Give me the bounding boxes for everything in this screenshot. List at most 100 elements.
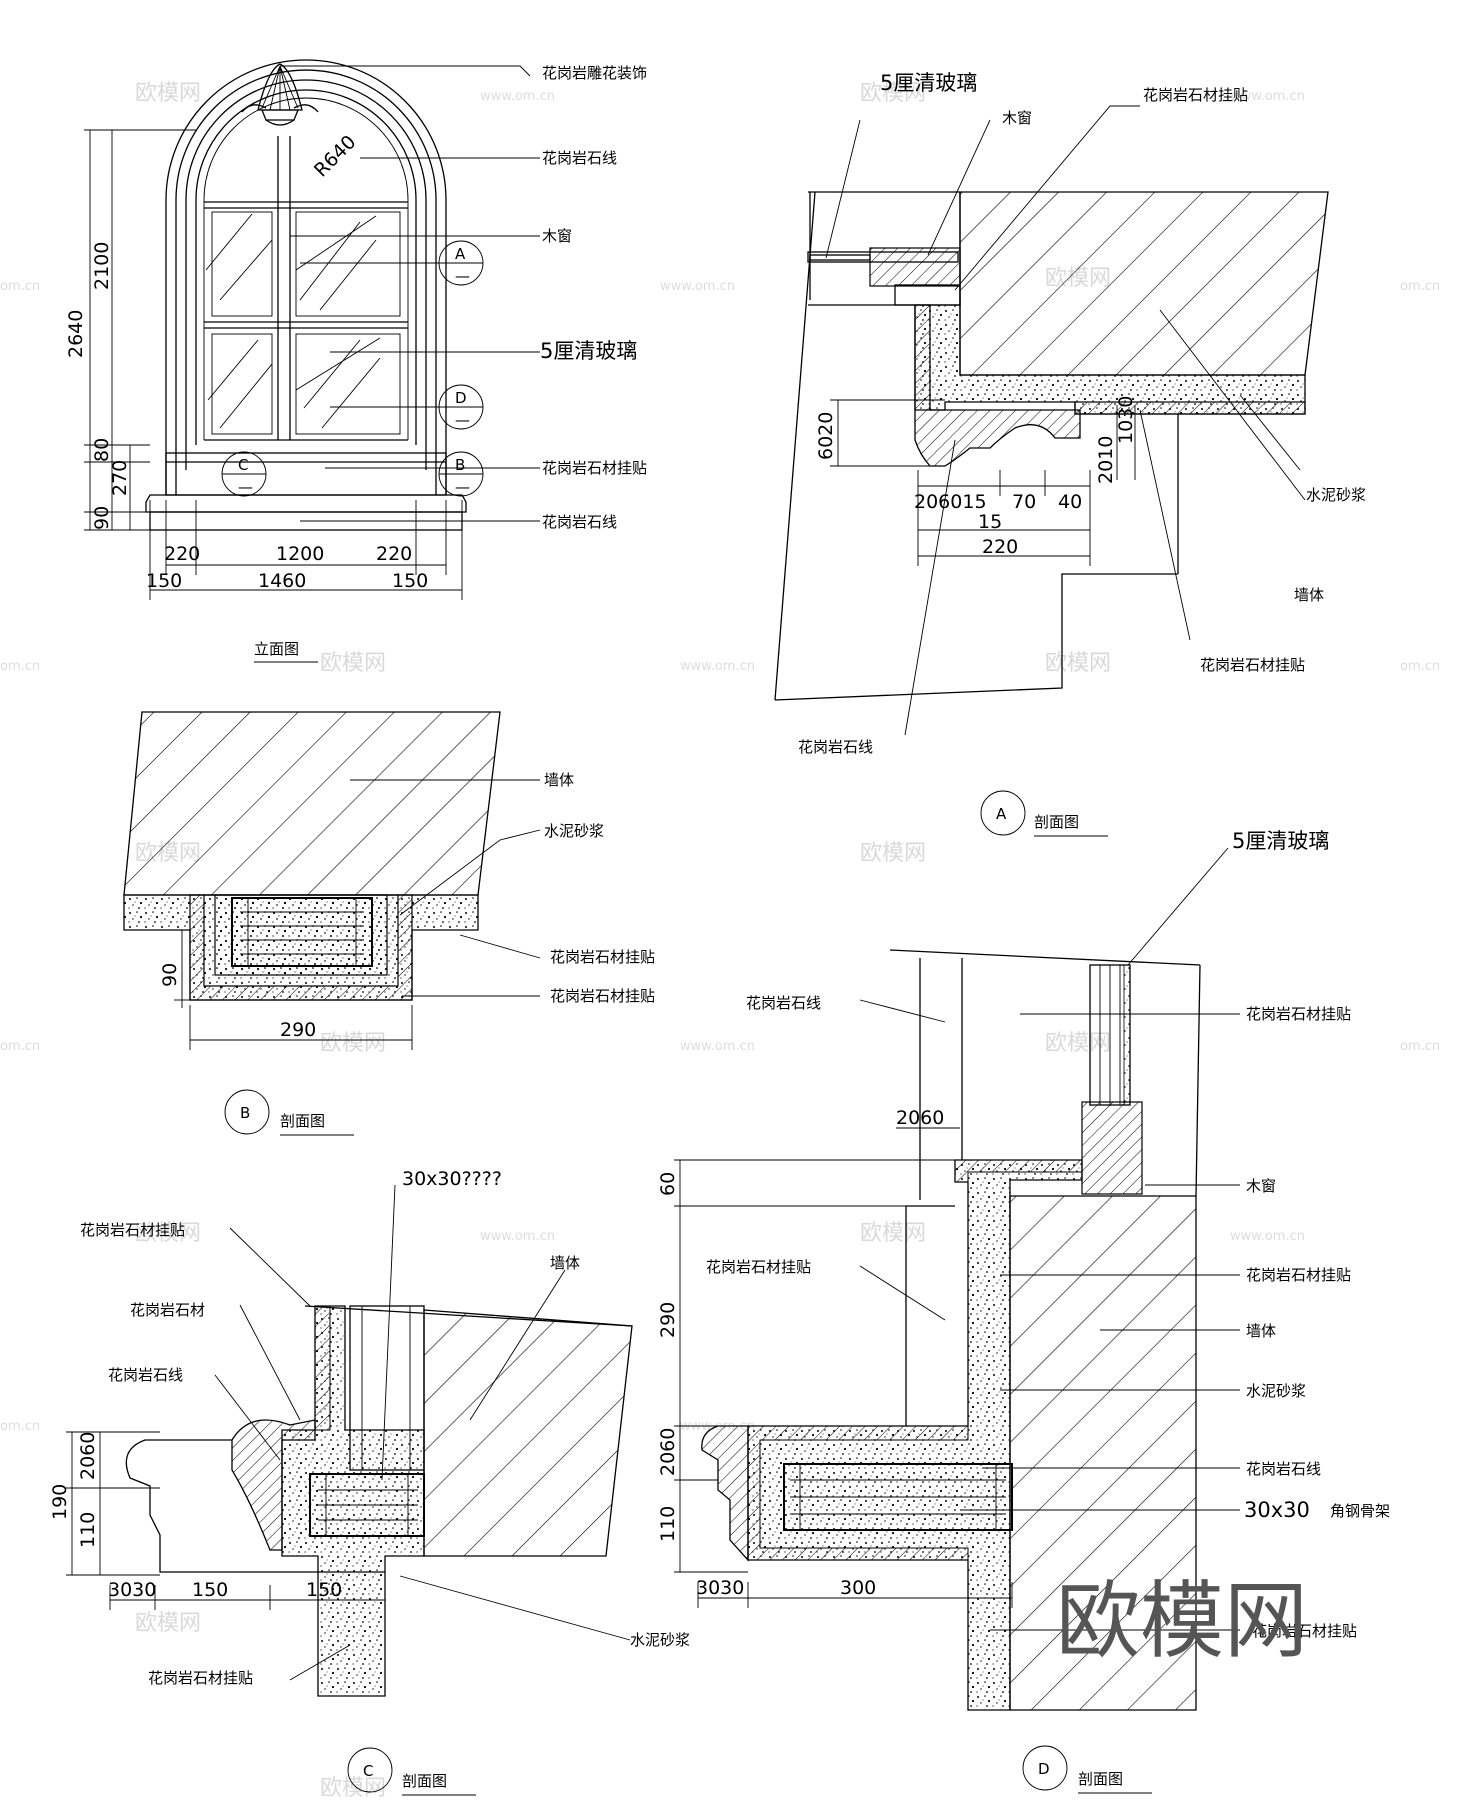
label-steel-size: 30x30???? xyxy=(402,1168,502,1190)
dim-220: 220 xyxy=(982,536,1018,558)
label-granite-line: 花岗岩石线 xyxy=(542,149,617,167)
watermark-text: 欧模网 xyxy=(860,841,926,866)
watermark-text: 欧模网 xyxy=(135,1221,201,1246)
label-granite-clad: 花岗岩石材挂贴 xyxy=(550,948,655,966)
label-wood-window: 木窗 xyxy=(1002,109,1032,127)
dim-150: 150 xyxy=(146,570,182,592)
label-granite-line: 花岗岩石线 xyxy=(1246,1460,1321,1478)
dim-80: 80 xyxy=(91,438,113,462)
label-granite-clad: 花岗岩石材挂贴 xyxy=(550,987,655,1005)
watermark-text: 欧模网 xyxy=(1045,651,1111,676)
dim-90: 90 xyxy=(91,506,113,530)
dim-1460: 1460 xyxy=(258,570,306,592)
watermark-text: 欧模网 xyxy=(860,1221,926,1246)
dim-270: 270 xyxy=(109,460,131,496)
label-cement-mortar: 水泥砂浆 xyxy=(1306,486,1366,504)
watermark-text: 欧模网 xyxy=(135,81,201,106)
dim-3030: 3030 xyxy=(696,1577,744,1599)
dim-150: 150 xyxy=(306,1579,342,1601)
dim-110: 110 xyxy=(77,1512,99,1548)
radius-label: R640 xyxy=(310,131,361,182)
marker-d: D xyxy=(455,389,467,407)
label-granite-line: 花岗岩石线 xyxy=(542,513,617,531)
marker-c: C xyxy=(363,1762,373,1780)
dim-2010: 2010 xyxy=(1095,436,1117,484)
watermark-text: 欧模网 xyxy=(320,1031,386,1056)
label-glass: 5厘清玻璃 xyxy=(880,71,977,95)
title-section-a: 剖面图 xyxy=(1034,813,1079,831)
watermark-url: www.om.cn xyxy=(1230,1229,1305,1244)
label-granite-clad: 花岗岩石材挂贴 xyxy=(80,1221,185,1239)
watermark-logo: 欧模网 xyxy=(1056,1572,1308,1670)
dim-2060: 2060 xyxy=(77,1432,99,1480)
marker-a: A xyxy=(455,245,466,263)
marker-a: A xyxy=(996,805,1007,823)
watermark-url: om.cn xyxy=(0,1039,40,1054)
dim-220: 220 xyxy=(164,543,200,565)
dim-2060-top: 2060 xyxy=(896,1107,944,1129)
dim-300: 300 xyxy=(840,1577,876,1599)
label-granite-line: 花岗岩石线 xyxy=(108,1366,183,1384)
watermark-url: om.cn xyxy=(1400,659,1440,674)
watermark-url: www.om.cn xyxy=(480,89,555,104)
dim-60: 60 xyxy=(657,1172,679,1196)
dim-1200: 1200 xyxy=(276,543,324,565)
dim-40: 40 xyxy=(1058,491,1082,513)
label-wall: 墙体 xyxy=(550,1254,580,1272)
watermark-text: 欧模网 xyxy=(320,651,386,676)
dim-2100: 2100 xyxy=(91,242,113,290)
dim-70: 70 xyxy=(1012,491,1036,513)
svg-text:—: — xyxy=(238,478,253,496)
dim-90: 90 xyxy=(159,963,181,987)
dim-2060: 2060 xyxy=(657,1428,679,1476)
marker-d: D xyxy=(1038,1760,1050,1778)
section-a: 5厘清玻璃 木窗 花岗岩石材挂贴 水泥砂浆 墙体 花岗岩石材挂贴 花岗岩石线 6… xyxy=(774,71,1366,837)
watermark-text: 欧模网 xyxy=(1045,1031,1111,1056)
dim-3030: 3030 xyxy=(108,1579,156,1601)
watermark-url: www.om.cn xyxy=(680,659,755,674)
title-section-b: 剖面图 xyxy=(280,1112,325,1130)
section-d: 5厘清玻璃 花岗岩石线 花岗岩石材挂贴 木窗 花岗岩石材挂贴 花岗岩石材挂贴 墙… xyxy=(657,829,1390,1794)
dim-190: 190 xyxy=(49,1484,71,1520)
watermark-url: om.cn xyxy=(0,1419,40,1434)
watermark-url: www.om.cn xyxy=(680,1039,755,1054)
svg-text:—: — xyxy=(455,411,470,429)
watermarks: 欧模网 欧模网 欧模网 欧模网 欧模网 欧模网 欧模网 欧模网 欧模网 欧模网 … xyxy=(0,81,1440,1800)
title-elevation: 立面图 xyxy=(254,640,299,658)
watermark-url: www.om.cn xyxy=(660,279,735,294)
label-glass: 5厘清玻璃 xyxy=(1232,829,1329,853)
watermark-text: 欧模网 xyxy=(320,1776,386,1800)
elevation-view: R640 花岗岩雕花装饰 花岗岩石线 木窗 5厘清玻璃 花岗岩石材挂贴 花岗岩石… xyxy=(65,59,647,663)
dim-290: 290 xyxy=(280,1019,316,1041)
label-angle-frame: 角钢骨架 xyxy=(1330,1502,1390,1520)
label-wall: 墙体 xyxy=(544,771,574,789)
title-section-c: 剖面图 xyxy=(402,1772,447,1790)
dim-1030: 1030 xyxy=(1115,396,1137,444)
watermark-url: www.om.cn xyxy=(480,1229,555,1244)
watermark-text: 欧模网 xyxy=(860,81,926,106)
dim-2640: 2640 xyxy=(65,310,87,358)
label-wall: 墙体 xyxy=(1246,1322,1276,1340)
label-steel-size: 30x30 xyxy=(1244,1498,1310,1522)
marker-b: B xyxy=(240,1104,250,1122)
label-glass: 5厘清玻璃 xyxy=(540,339,637,363)
marker-b: B xyxy=(455,456,465,474)
dim-290: 290 xyxy=(657,1302,679,1338)
section-b: 墙体 水泥砂浆 花岗岩石材挂贴 花岗岩石材挂贴 90 290 B 剖面图 xyxy=(123,711,655,1136)
dim-220: 220 xyxy=(376,543,412,565)
label-granite-clad: 花岗岩石材挂贴 xyxy=(1252,1622,1357,1640)
label-cement-mortar: 水泥砂浆 xyxy=(630,1631,690,1649)
dim-150: 150 xyxy=(192,1579,228,1601)
label-granite-clad: 花岗岩石材挂贴 xyxy=(148,1669,253,1687)
label-granite-clad: 花岗岩石材挂贴 xyxy=(706,1258,811,1276)
label-cement-mortar: 水泥砂浆 xyxy=(1246,1382,1306,1400)
svg-text:—: — xyxy=(455,478,470,496)
dim-15: 15 xyxy=(978,511,1002,533)
label-granite-line: 花岗岩石线 xyxy=(798,738,873,756)
title-section-d: 剖面图 xyxy=(1078,1770,1123,1788)
dim-6020: 6020 xyxy=(815,412,837,460)
marker-c: C xyxy=(238,456,248,474)
dim-110: 110 xyxy=(657,1506,679,1542)
section-c: 30x30???? 墙体 花岗岩石材挂贴 花岗岩石材 花岗岩石线 水泥砂浆 花岗… xyxy=(49,1168,690,1796)
